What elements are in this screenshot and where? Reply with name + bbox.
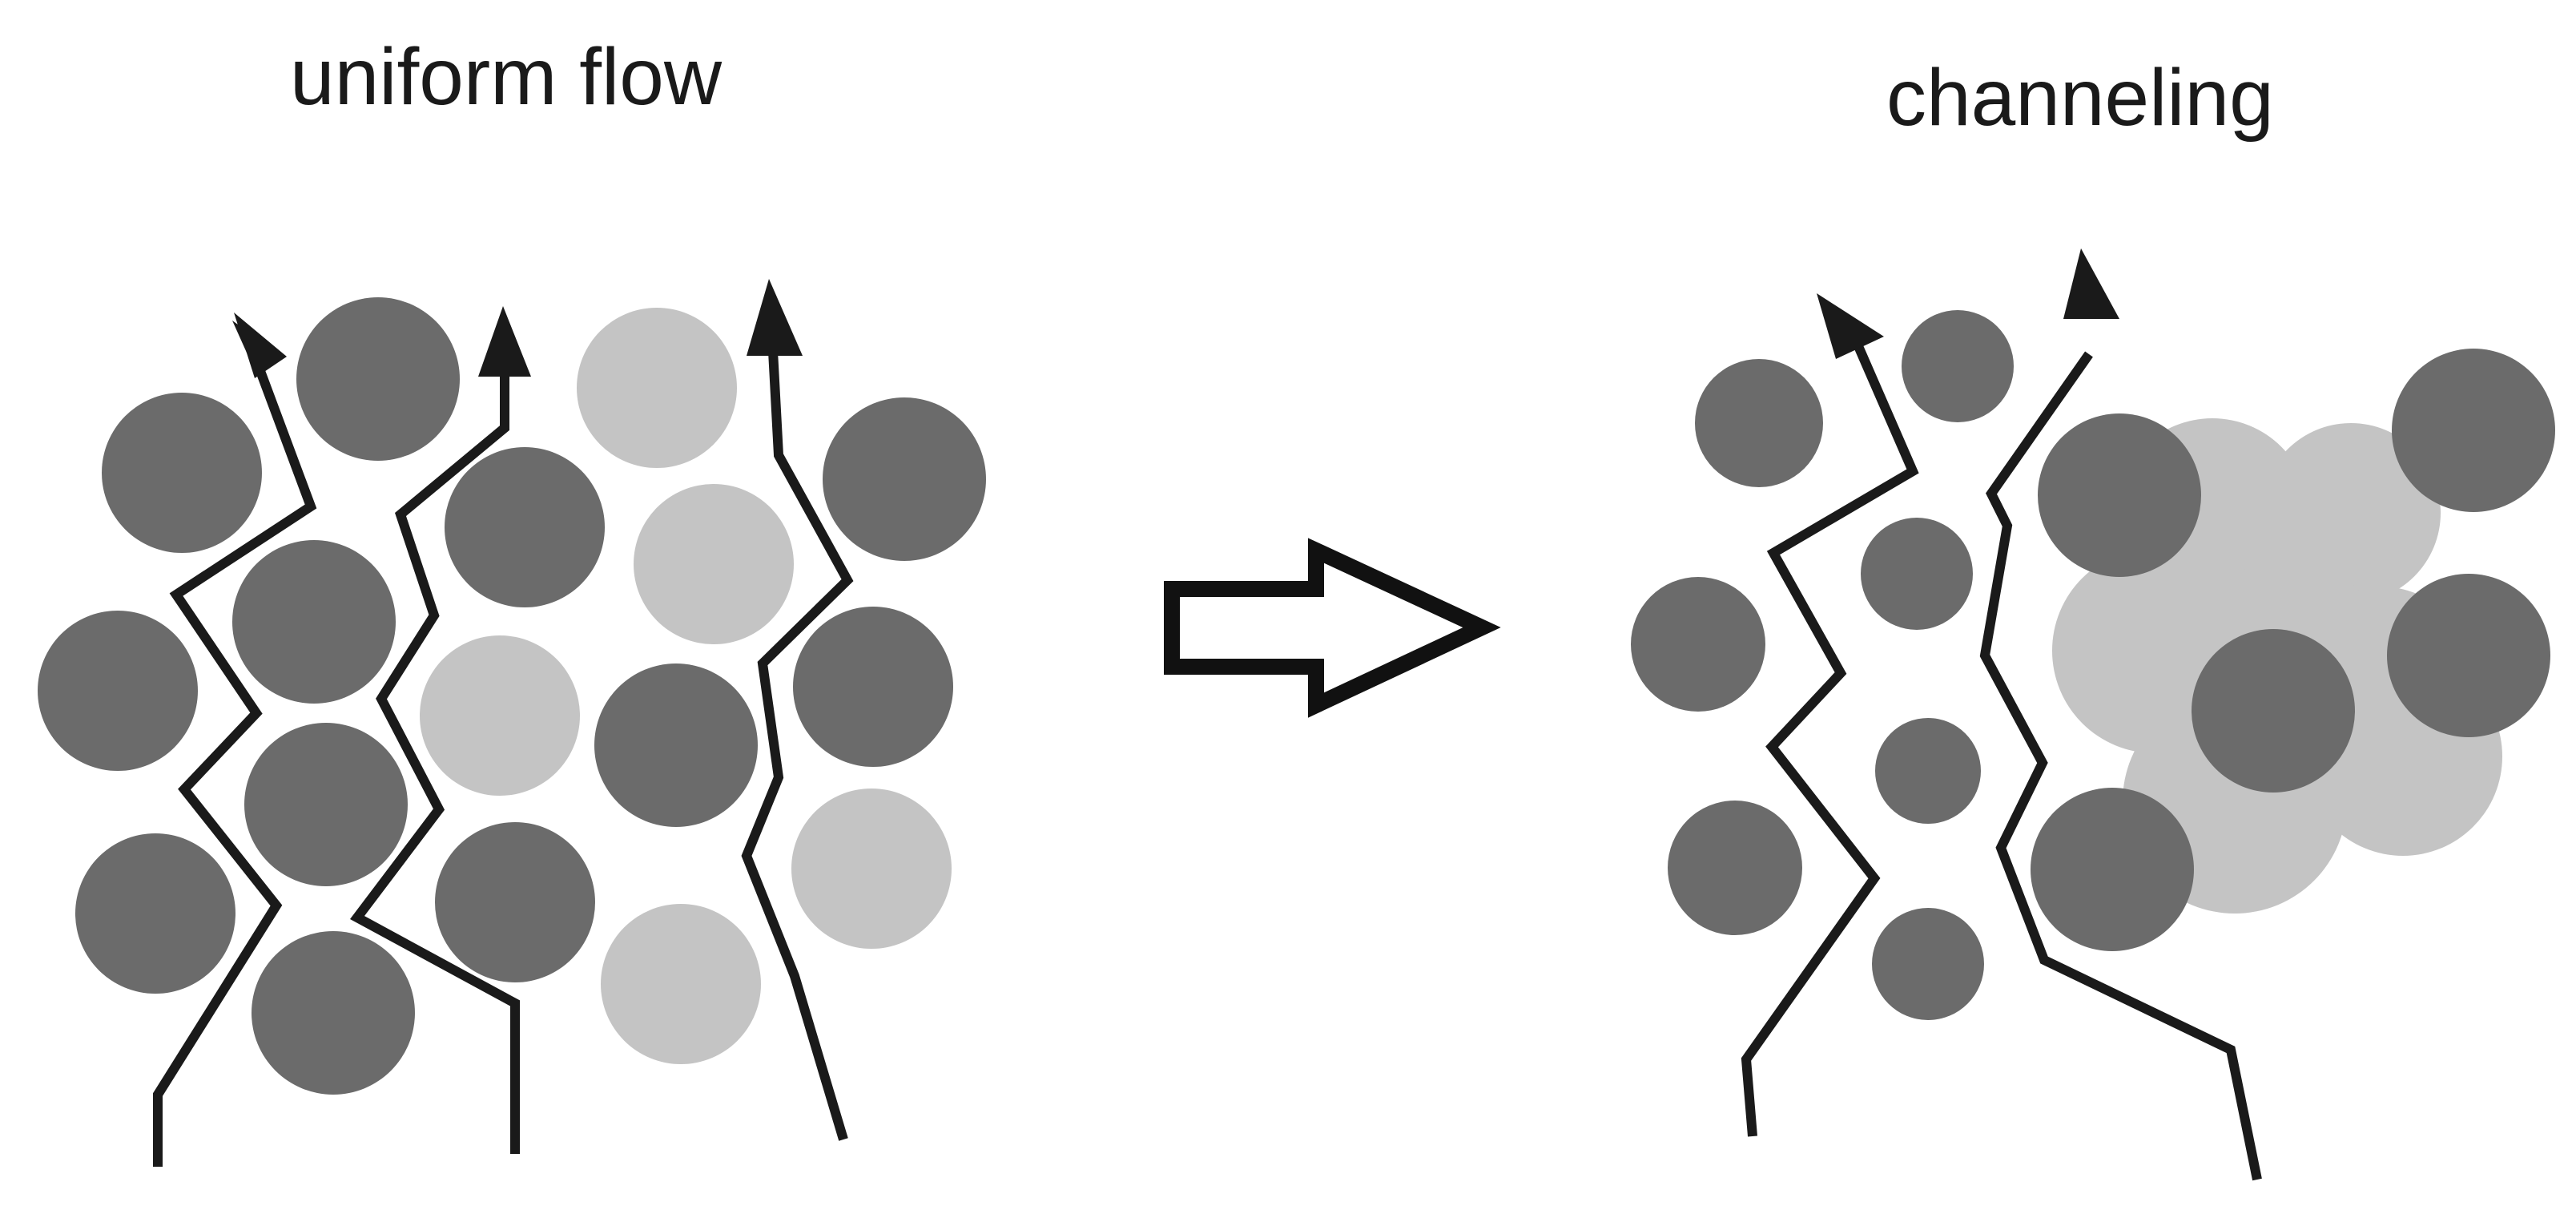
flow-arrowhead (234, 313, 287, 378)
particle-light (577, 308, 737, 468)
flow-arrowhead (478, 306, 531, 377)
particle-dark (1902, 310, 2014, 422)
flow-path (350, 373, 520, 1154)
flow-path (741, 350, 854, 1141)
particle-dark (252, 931, 415, 1095)
channeling-panel (1631, 248, 2555, 1181)
particle-dark (296, 297, 460, 461)
uniform-flow-title: uniform flow (290, 32, 722, 122)
particle-light (420, 635, 580, 796)
particle-bed-left (38, 297, 986, 1095)
particle-dark (38, 611, 198, 771)
transition-arrow-shape (1164, 538, 1501, 718)
particle-dark (793, 607, 953, 767)
particle-dark (1668, 801, 1802, 935)
particle-dark (1861, 518, 1973, 630)
particle-dark (445, 447, 605, 607)
flow-path (1741, 344, 1919, 1137)
particle-dark (2192, 629, 2355, 793)
flow-arrowhead (747, 279, 803, 356)
flow-path (153, 362, 317, 1167)
uniform-flow-panel (38, 279, 986, 1167)
particle-dark (1695, 359, 1823, 487)
particle-bed-right (1631, 310, 2555, 1020)
flow-paths-right (1741, 248, 2262, 1181)
flow-paths-left (153, 279, 854, 1167)
particle-dark (1875, 718, 1981, 824)
particle-dark (1631, 577, 1765, 712)
particle-dark (435, 822, 595, 982)
flow-arrowhead (2063, 248, 2119, 319)
particle-dark (1872, 908, 1984, 1020)
particle-dark (102, 393, 262, 553)
transition-arrow (1164, 538, 1501, 718)
particle-dark (2038, 413, 2201, 577)
particle-light (601, 904, 761, 1064)
particle-dark (2031, 788, 2194, 951)
particle-dark (594, 663, 758, 827)
particle-dark (232, 540, 396, 704)
particle-light (634, 484, 794, 644)
particle-dark (2392, 349, 2555, 512)
particle-dark (244, 723, 408, 886)
channeling-title: channeling (1886, 53, 2274, 143)
particle-dark (75, 833, 235, 994)
agglomerate-particle (2261, 423, 2441, 603)
particle-dark (2387, 574, 2550, 737)
flow-path (1979, 351, 2262, 1181)
particle-light (791, 789, 952, 949)
particle-dark (823, 397, 986, 561)
flow-arrowhead (1817, 293, 1884, 359)
